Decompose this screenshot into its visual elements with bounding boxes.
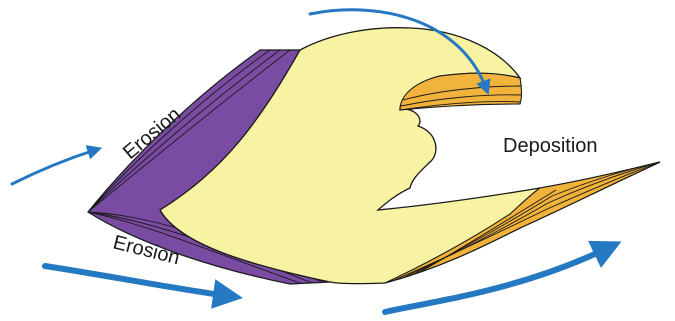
flow-arrow-lower-left bbox=[45, 266, 228, 296]
flow-arrow-upper-left bbox=[12, 150, 95, 184]
label-deposition: Deposition bbox=[503, 135, 598, 157]
